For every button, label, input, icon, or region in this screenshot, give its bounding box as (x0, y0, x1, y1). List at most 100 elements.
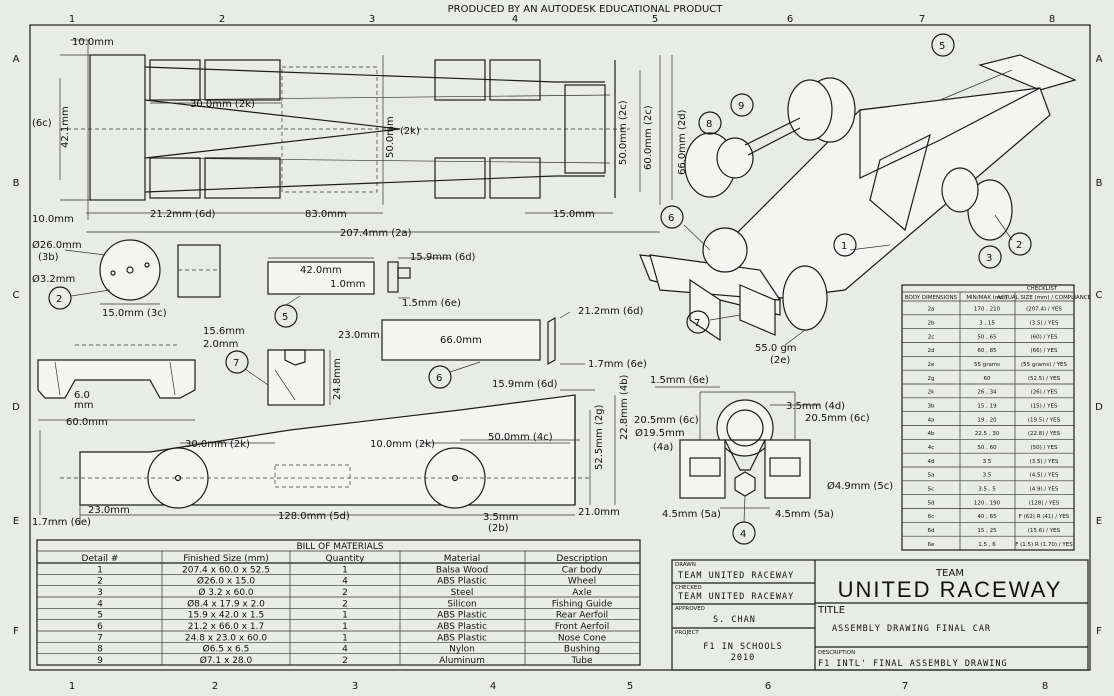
dim-wheel-hole: Ø3.2mm (32, 273, 75, 285)
balloon-9-iso (730, 93, 754, 117)
checklist-cell-dim: 4d (928, 459, 935, 465)
checklist-cell-actual: F (62) R (41) / YES (1019, 514, 1070, 520)
checklist-cell-actual: (50) / YES (1031, 445, 1058, 451)
checklist-cell-minmax: 50 , 65 (977, 334, 997, 340)
checklist-cell-actual: (55 grams) / YES (1021, 362, 1068, 368)
rear-wing-view (267, 257, 450, 328)
bom-cell: Fishing Guide (552, 599, 613, 609)
dim-side-52-5: 52.5mm (2g) (594, 404, 605, 470)
front-wing-view (381, 311, 585, 389)
grid-col-bottom-4: 4 (490, 681, 496, 692)
grid-row-left-B: B (13, 178, 20, 189)
grid-col-top-1: 1 (69, 14, 75, 25)
dim-top-6c: (6c) (32, 118, 52, 129)
balloon-5-wing-text: 5 (282, 312, 288, 323)
dim-side-2b: (2b) (488, 523, 509, 534)
grid-row-left-D: D (12, 402, 20, 413)
balloon-3-iso-text: 3 (986, 253, 992, 264)
grid-row-right-D: D (1095, 402, 1103, 413)
dim-top-15mm: 15.0mm (553, 209, 595, 220)
dim-rearwing-1: 1.0mm (330, 279, 365, 290)
header-text: PRODUCED BY AN AUTODESK EDUCATIONAL PROD… (448, 4, 724, 15)
bom-cell: 1 (342, 633, 348, 643)
dim-nose-23: 23.0mm (338, 330, 380, 341)
dim-front-4-5-left: 4.5mm (5a) (662, 509, 721, 520)
grid-row-left-F: F (13, 626, 19, 637)
checklist-cell-dim: 5d (928, 500, 935, 506)
dim-side-3-5: 3.5mm (483, 512, 518, 523)
dim-top-30mm: 30.0mm (2k) (190, 99, 255, 110)
dim-wheel-3b: (3b) (38, 252, 59, 263)
bom-cell: 8 (97, 645, 103, 655)
dim-side-30: 30.0mm (2k) (185, 439, 250, 450)
drawn-label: DRAWN (675, 562, 696, 568)
grid-col-bottom-1: 1 (69, 681, 75, 692)
bom-cell: 2 (342, 588, 348, 598)
bom-cell: Car body (562, 565, 603, 575)
checklist-cell-actual: (4.9) / YES (1030, 487, 1059, 493)
bom-cell: 6 (97, 622, 103, 632)
checklist-cell-actual: (22.8) / YES (1028, 431, 1061, 437)
dim-side-23: 23.0mm (88, 505, 130, 516)
checklist-cell-minmax: 170 , 210 (974, 307, 1001, 313)
bom-cell: Ø 3.2 x 60.0 (198, 587, 254, 598)
dim-front-20-5-left: 20.5mm (6c) (634, 415, 699, 426)
bom-cell: ABS Plastic (437, 633, 487, 643)
dim-top-42mm: 42.1mm (60, 106, 71, 148)
grid-col-bottom-7: 7 (902, 681, 908, 692)
dim-frontwing-1-7: 1.7mm (6e) (588, 359, 647, 370)
dim-top-2k: (2k) (400, 126, 420, 137)
dim-front-20-5-right: 20.5mm (6c) (805, 413, 870, 424)
checklist-cell-minmax: 3.5 (983, 473, 992, 479)
dim-top-66mm-2d: 66.0mm (2d) (677, 109, 688, 175)
checked-value: TEAM UNITED RACEWAY (678, 592, 794, 602)
checklist-cell-dim: 6c (928, 514, 935, 520)
bom-cell: ABS Plastic (437, 611, 487, 621)
checklist-cell-actual: (60) / YES (1031, 334, 1058, 340)
dim-front-19-5: Ø19.5mm (635, 427, 685, 439)
checklist-cell-minmax: 60 , 85 (977, 348, 997, 354)
dim-nose-15-6: 15.6mm (203, 326, 245, 337)
balloon-8-iso-text: 8 (706, 119, 712, 130)
bom-cell: 1 (97, 565, 103, 575)
dim-frontwing-66: 66.0mm (440, 335, 482, 346)
bom-cell: 9 (97, 656, 103, 666)
checklist-cell-actual: (26) / YES (1031, 390, 1058, 396)
bom-cell: 5 (97, 611, 103, 621)
bom-cell: Rear Aerfoil (556, 611, 608, 621)
checklist-cell-actual: (128) / YES (1029, 500, 1060, 506)
bom-header-description: Description (556, 554, 607, 564)
checklist-cell-dim: 2a (928, 307, 935, 313)
bom-header-detail: Detail # (82, 554, 119, 564)
dim-top-10mm-b: 10.0mm (32, 214, 74, 225)
checklist-cell-minmax: 60 (984, 376, 991, 382)
approved-value: S. CHAN (713, 615, 756, 625)
bom-cell: Bushing (564, 645, 600, 655)
checklist-cell-dim: 2k (928, 390, 935, 396)
bom-cell: Ø6.5 x 6.5 (203, 644, 250, 655)
bom-cell: Wheel (568, 577, 596, 587)
bom-cell: Axle (572, 588, 592, 598)
grid-col-top-5: 5 (652, 14, 658, 25)
isometric-view (639, 33, 1077, 346)
bom-cell: Front Aerfoil (555, 622, 610, 632)
dim-rearwing-42: 42.0mm (300, 265, 342, 276)
bom-cell: 15.9 x 42.0 x 1.5 (188, 611, 265, 621)
team-name: UNITED RACEWAY (838, 577, 1063, 602)
checklist-cell-minmax: 15 , 25 (977, 528, 997, 534)
balloon-2-iso-text: 2 (1016, 240, 1022, 251)
balloon-1-iso (833, 233, 857, 257)
grid-col-top-8: 8 (1049, 14, 1055, 25)
dim-rearwing-1-5: 1.5mm (6e) (402, 298, 461, 309)
nose-cone-view (37, 344, 331, 421)
balloon-1-iso-text: 1 (841, 241, 847, 252)
bom-cell: ABS Plastic (437, 577, 487, 587)
checklist-cell-actual: (66) / YES (1031, 348, 1058, 354)
bom-cell: 2 (342, 599, 348, 609)
grid-row-left-E: E (13, 516, 19, 527)
dim-top-50mm: 50.0mm (385, 116, 396, 158)
balloon-9-iso-text: 9 (738, 101, 744, 112)
